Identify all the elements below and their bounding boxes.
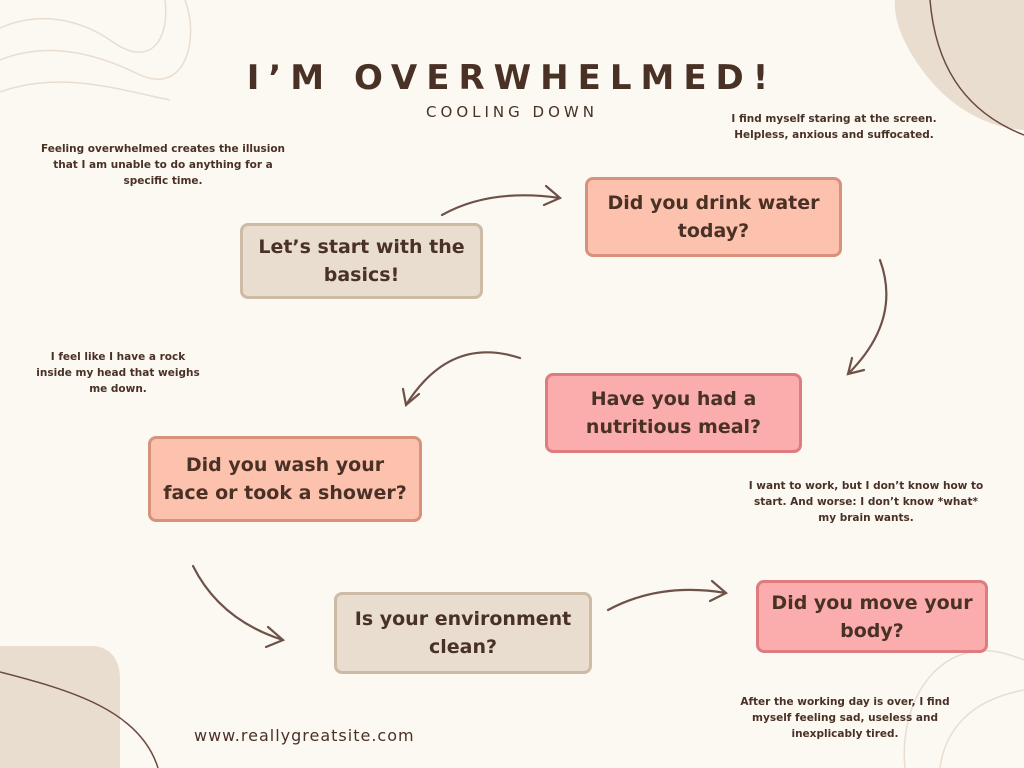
top-right-blob [894, 0, 1024, 130]
bottom-right-contour-lines [903, 649, 1024, 768]
note-staring: I find myself staring at the screen. Hel… [731, 113, 937, 141]
step-move: Did you move your body? [756, 580, 988, 653]
step-environment: Is your environment clean? [334, 592, 592, 674]
top-left-contour-lines [0, 0, 192, 101]
arrow-basics-to-water [440, 184, 563, 217]
step-shower: Did you wash your face or took a shower? [148, 436, 422, 522]
arrow-water-to-meal [846, 258, 888, 376]
website-link[interactable]: www.reallygreatsite.com [194, 726, 415, 745]
arrow-meal-to-shower [401, 351, 522, 408]
arrow-environment-to-move [606, 579, 728, 612]
bottom-left-blob [0, 646, 120, 768]
bottom-left-line [0, 671, 159, 768]
note-rock: I feel like I have a rock inside my head… [36, 351, 200, 395]
note-work: I want to work, but I don’t know how to … [748, 480, 984, 524]
page-title: I’M OVERWHELMED! [246, 58, 778, 98]
step-meal: Have you had a nutritious meal? [545, 373, 802, 453]
note-tired: After the working day is over, I find my… [740, 696, 950, 740]
step-water: Did you drink water today? [585, 177, 842, 257]
step-basics: Let’s start with the basics! [240, 223, 483, 299]
page-subtitle: COOLING DOWN [426, 103, 598, 121]
note-illusion: Feeling overwhelmed creates the illusion… [40, 143, 286, 187]
arrow-shower-to-environment [191, 564, 286, 649]
top-right-line [929, 0, 1024, 136]
